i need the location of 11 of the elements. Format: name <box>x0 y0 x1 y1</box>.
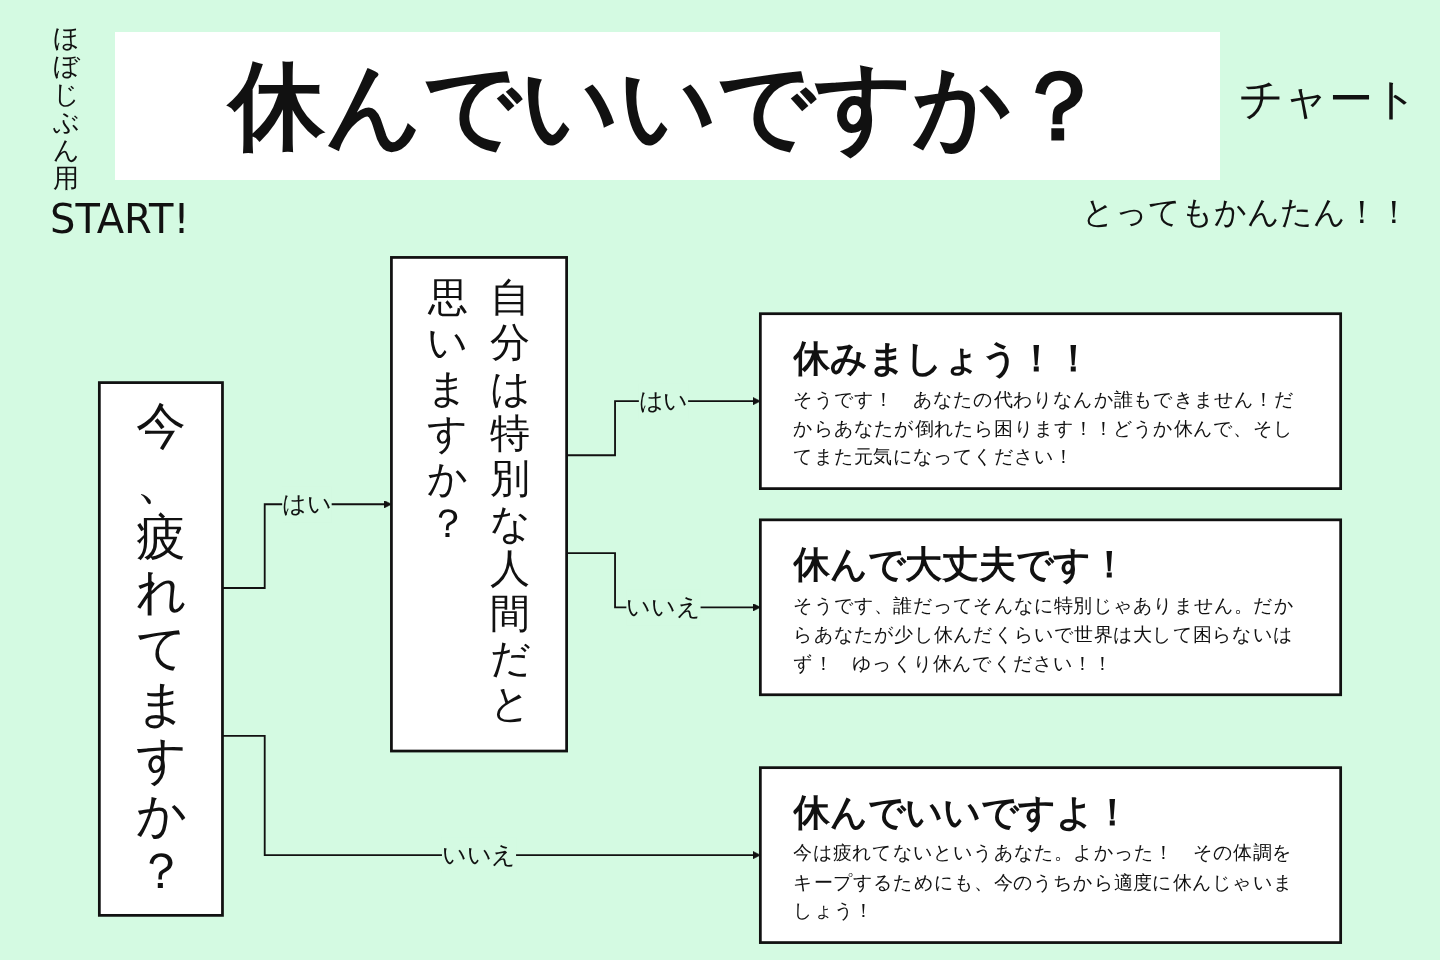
edge-label: はい <box>638 386 689 415</box>
chart-label: チャート <box>1239 74 1418 125</box>
title-heading: 休んでいいですか？ <box>115 32 1220 180</box>
edge-label: はい <box>282 490 332 518</box>
side-note: ほぼじぶん用 <box>52 24 81 193</box>
start-label: START! <box>50 196 190 242</box>
node-box: 自分は特別な人間だと思いますか？ <box>390 256 568 753</box>
subtitle-text: とってもかんたん！！ <box>1082 194 1410 231</box>
node-box: 今、疲れてますか？ <box>97 381 224 917</box>
edge-label: いいえ <box>441 840 517 869</box>
edge-label: いいえ <box>626 593 701 621</box>
